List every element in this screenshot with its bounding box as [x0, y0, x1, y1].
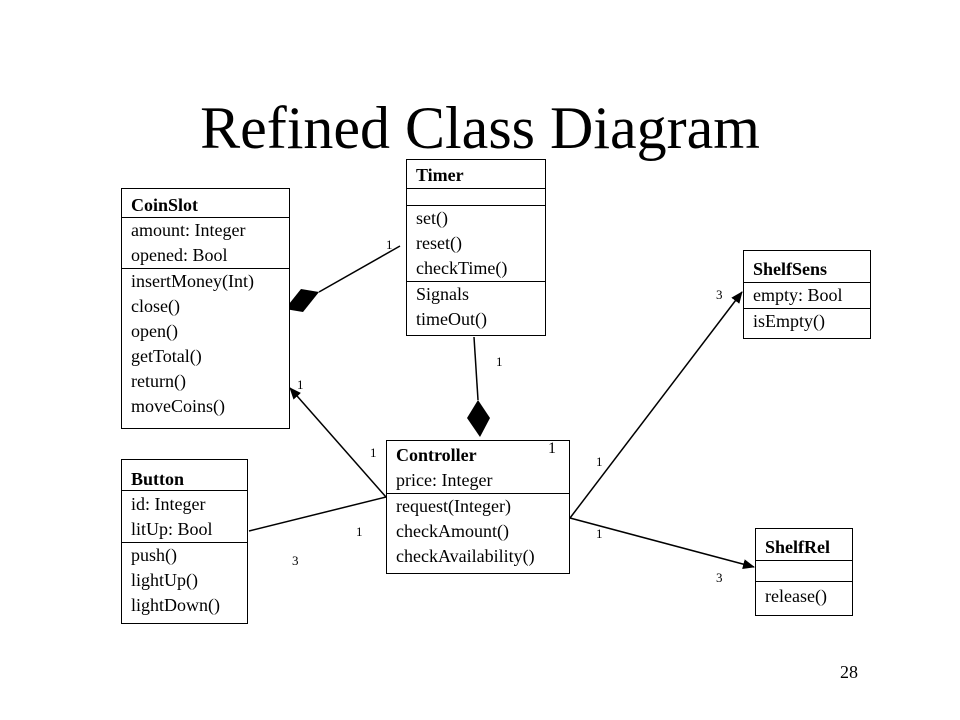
- operation: lightDown(): [131, 595, 220, 615]
- operations-section: insertMoney(Int) close() open() getTotal…: [122, 268, 289, 419]
- multiplicity-label: 1: [596, 454, 603, 469]
- class-button: Button id: Integer litUp: Bool push() li…: [121, 459, 248, 624]
- class-name: Timer: [416, 165, 464, 185]
- operation: request(Integer): [396, 496, 511, 516]
- class-name: ShelfSens: [753, 259, 828, 279]
- controller-coinslot-link: [289, 387, 387, 498]
- multiplicity-label: 3: [716, 287, 723, 302]
- operation: getTotal(): [131, 346, 202, 366]
- multiplicity-label: 1: [370, 445, 377, 460]
- operations-section: request(Integer) checkAmount() checkAvai…: [387, 493, 569, 569]
- class-shelfrel: ShelfRel release(): [755, 528, 853, 616]
- operation: isEmpty(): [753, 311, 825, 331]
- operation: release(): [765, 586, 827, 606]
- operation: push(): [131, 545, 177, 565]
- attributes-section: amount: Integer opened: Bool: [122, 218, 289, 268]
- class-name: Button: [131, 469, 185, 489]
- attributes-section: empty: Bool: [744, 282, 870, 308]
- multiplicity-label: 1: [496, 354, 503, 369]
- multiplicity-label: 1: [596, 526, 603, 541]
- operations-section: push() lightUp() lightDown(): [122, 542, 247, 618]
- coinslot-name-divider: [121, 217, 290, 218]
- controller-composition-diamond: [467, 400, 490, 437]
- multiplicity-label: 1: [386, 237, 393, 252]
- attribute: amount: Integer: [131, 220, 246, 240]
- button-name-divider: [121, 490, 248, 491]
- controller-shelfrel-link: [569, 517, 755, 570]
- attribute: id: Integer: [131, 494, 206, 514]
- operation: checkTime(): [416, 258, 508, 278]
- multiplicity-label: 1: [356, 524, 363, 539]
- attribute: price: Integer: [396, 470, 493, 490]
- coinslot-composition-diamond: [285, 289, 319, 312]
- class-name: ShelfRel: [765, 537, 830, 557]
- attribute: empty: Bool: [753, 285, 843, 305]
- operation: checkAvailability(): [396, 546, 535, 566]
- slide-title: Refined Class Diagram: [200, 95, 760, 161]
- multiplicity-label: 1: [548, 440, 556, 457]
- class-controller: Controller price: Integer request(Intege…: [386, 440, 570, 574]
- attribute: litUp: Bool: [131, 519, 213, 539]
- signals-section: Signals timeOut(): [407, 281, 545, 332]
- operations-section: set() reset() checkTime(): [407, 205, 545, 281]
- class-name: CoinSlot: [131, 195, 199, 215]
- class-name: Controller: [396, 445, 477, 465]
- multiplicity-label: 1: [297, 377, 304, 392]
- multiplicity-label: 3: [716, 570, 723, 585]
- operations-section: release(): [756, 581, 852, 610]
- attributes-section: [407, 188, 545, 205]
- attribute: opened: Bool: [131, 245, 228, 265]
- operations-section: isEmpty(): [744, 308, 870, 334]
- signal-heading: Signals: [416, 284, 470, 304]
- operation: close(): [131, 296, 180, 316]
- operation: lightUp(): [131, 570, 198, 590]
- timer-controller-link: [473, 336, 479, 401]
- timer-coinslot-link: [318, 245, 401, 293]
- class-shelfsens: ShelfSens empty: Bool isEmpty(): [743, 250, 871, 339]
- operation: return(): [131, 371, 186, 391]
- class-coinslot: CoinSlot amount: Integer opened: Bool in…: [121, 188, 290, 429]
- operation: open(): [131, 321, 178, 341]
- operation: insertMoney(Int): [131, 271, 254, 291]
- attributes-section: id: Integer litUp: Bool: [122, 492, 247, 542]
- operation: reset(): [416, 233, 462, 253]
- button-controller-link: [248, 496, 387, 532]
- operation: moveCoins(): [131, 396, 225, 416]
- operation: checkAmount(): [396, 521, 509, 541]
- signal: timeOut(): [416, 309, 487, 329]
- attributes-section: [756, 560, 852, 581]
- slide-number: 28: [840, 662, 858, 682]
- multiplicity-label: 3: [292, 553, 299, 568]
- class-timer: Timer set() reset() checkTime() Signals …: [406, 159, 546, 336]
- controller-shelfsens-link: [569, 291, 743, 519]
- operation: set(): [416, 208, 448, 228]
- attributes-section: price: Integer: [387, 468, 569, 493]
